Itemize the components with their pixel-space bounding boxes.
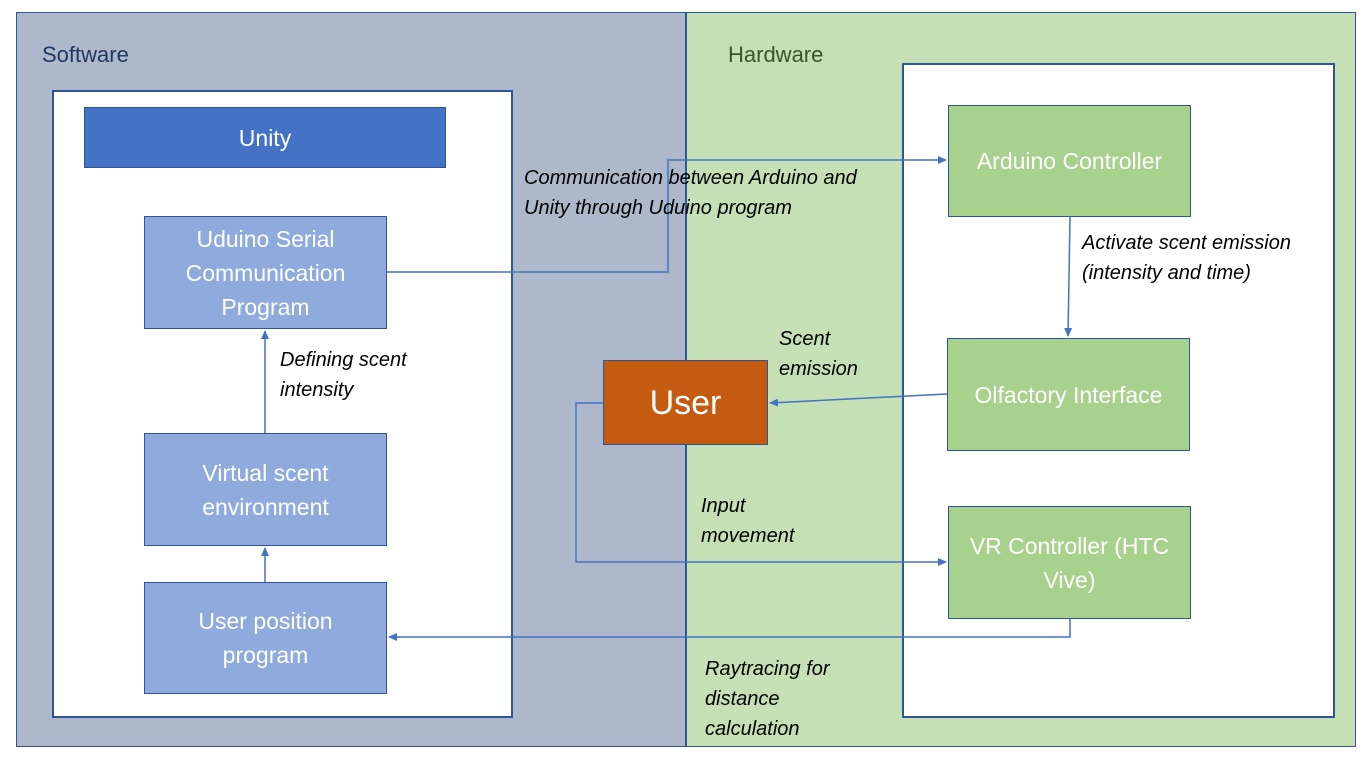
user-position-box: User position program <box>144 582 387 694</box>
arduino-controller-box: Arduino Controller <box>948 105 1191 217</box>
olfactory-interface-box: Olfactory Interface <box>947 338 1190 451</box>
label-raytracing: Raytracing for distance calculation <box>705 658 830 740</box>
label-communication: Communication between Arduino and Unity … <box>524 167 857 219</box>
uduino-serial-box: Uduino Serial Communication Program <box>144 216 387 329</box>
unity-box: Unity <box>84 107 446 168</box>
arrow-olfactory-to-user <box>769 393 948 407</box>
label-input-movement: Input movement <box>701 495 795 547</box>
label-scent-emission: Scent emission <box>779 328 858 380</box>
software-panel-title: Software <box>42 42 129 67</box>
user-box: User <box>603 360 768 445</box>
arrow-uduino-to-arduino <box>387 156 947 273</box>
virtual-scent-box: Virtual scent environment <box>144 433 387 546</box>
label-defining-scent-intensity: Defining scent intensity <box>280 349 407 401</box>
arrow-user-to-vr <box>575 402 947 566</box>
hardware-panel-title: Hardware <box>728 42 824 67</box>
arrow-arduino-to-olfactory <box>1064 216 1073 337</box>
vr-controller-box: VR Controller (HTC Vive) <box>948 506 1191 619</box>
label-activate-scent-emission: Activate scent emission (intensity and t… <box>1082 232 1291 284</box>
arrow-vr-to-position <box>388 619 1071 641</box>
